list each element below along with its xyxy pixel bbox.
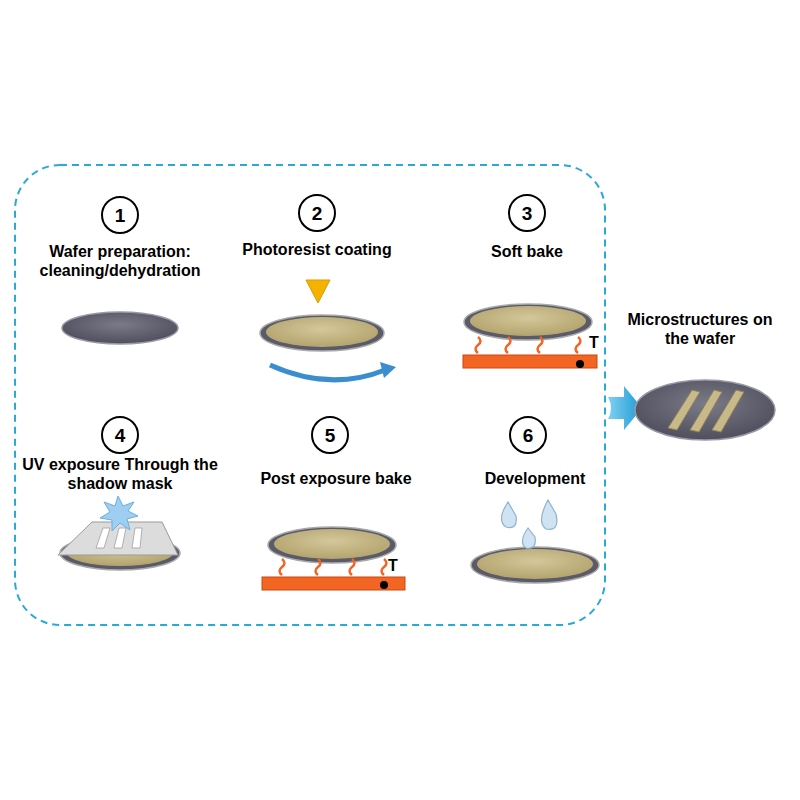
wafer [464,304,592,340]
step-number: 2 [312,204,323,223]
hotplate [463,355,597,368]
step-number-circle: 3 [508,194,546,232]
heat-waves [280,559,387,575]
step-number: 1 [115,206,126,225]
thermocouple-dot [380,581,388,589]
wafer [260,315,384,351]
step-caption: Soft bake [447,242,607,261]
wafer [471,547,599,583]
wafer [635,380,775,440]
step-number: 5 [325,426,336,445]
photoresist-layer [274,529,390,559]
mask-slits [96,528,142,548]
step-caption: Wafer preparation: cleaning/dehydration [23,242,218,280]
process-frame [15,165,605,625]
photoresist-layer [266,317,378,347]
wafer [62,312,178,344]
hotplate [262,577,405,590]
developer-droplets [501,500,556,548]
shadow-mask [58,522,178,555]
temperature-label: T [383,556,403,575]
thermocouple-dot [576,360,584,368]
step-caption: Development [460,469,610,488]
dispenser-nozzle [306,280,330,303]
spin-arrow [270,365,385,380]
spin-arrow-head [380,362,396,378]
step-number-circle: 5 [311,416,349,454]
step-number-circle: 6 [509,416,547,454]
step-number-circle: 1 [101,196,139,234]
temperature-label: T [584,333,604,352]
microstructures [668,390,744,432]
photoresist-layer [477,549,593,579]
step-number-circle: 4 [101,416,139,454]
photoresist-layer [470,306,586,336]
step-caption: Photoresist coating [217,240,417,259]
step-caption: UV exposure Through the shadow mask [18,455,223,493]
step-number-circle: 2 [298,194,336,232]
step-caption: Post exposure bake [241,469,431,488]
wafer [268,527,396,563]
step-number: 3 [522,204,533,223]
uv-light [100,496,138,531]
result-caption: Microstructures on the wafer [625,310,775,348]
step-number: 4 [115,426,126,445]
heat-waves [476,337,581,353]
step-number: 6 [523,426,534,445]
